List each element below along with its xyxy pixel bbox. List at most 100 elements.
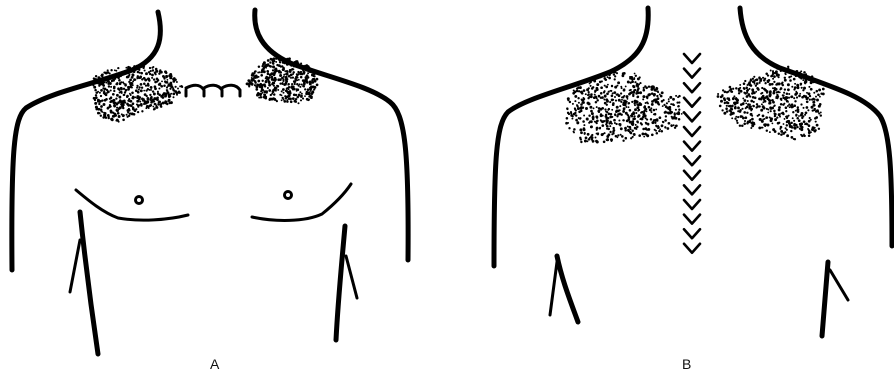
stipple-dot [160,103,162,105]
stipple-dot [609,121,611,123]
stipple-dot [110,86,112,88]
stipple-dot [575,109,577,111]
stipple-dot [794,138,796,140]
stipple-dot [258,84,261,87]
stipple-dot [590,85,592,87]
stipple-dot [658,104,660,106]
stipple-dot [820,111,822,113]
stipple-dot [765,116,768,119]
stipple-dot [152,69,154,71]
stipple-dot [107,69,109,71]
stipple-dot [739,84,741,86]
stipple-dot [140,104,142,106]
stipple-dot [154,85,157,88]
stipple-dot [101,83,104,86]
stipple-dot [734,118,736,120]
stipple-dot [811,128,814,131]
stipple-dot [650,118,652,120]
stipple-dot [122,119,125,122]
stipple-dot [736,122,738,124]
stipple-dot [793,78,796,81]
stipple-dot [616,85,618,87]
stipple-dot [764,89,767,92]
stipple-dot [808,131,811,134]
stipple-dot [776,73,779,76]
stipple-dot [594,94,596,96]
stipple-dot [277,89,279,91]
stipple-dot [104,114,106,116]
stipple-dot [791,136,794,139]
stipple-dot [302,97,304,99]
stipple-dot [764,97,766,99]
stipple-dot [793,124,796,127]
stipple-dot [678,109,680,111]
stipple-dot [811,75,814,78]
stipple-dot [600,113,602,115]
stipple-dot [767,112,769,114]
stipple-dot [161,95,164,98]
stipple-dot [751,88,754,91]
stipple-dot [669,96,672,99]
stipple-dot [263,61,266,64]
stipple-dot [263,70,266,73]
stipple-dot [296,88,299,91]
stipple-dot [758,76,761,79]
stipple-dot [791,86,793,88]
stipple-dot [590,126,593,129]
stipple-dot [613,71,615,73]
stipple-dot [251,72,254,75]
stipple-dot [246,83,249,86]
stipple-dot [630,89,632,91]
stipple-dot [606,104,608,106]
stipple-dot [643,87,645,89]
stipple-dot [276,100,278,102]
stipple-dot [249,84,251,86]
stipple-dot [145,107,147,109]
panel-b-right-arm-contour [822,262,828,336]
stipple-dot [262,92,264,94]
stipple-dot [665,115,667,117]
stipple-dot [758,105,760,107]
stipple-dot [631,120,634,123]
stipple-dot [789,123,791,125]
stipple-dot [675,95,677,97]
stipple-dot [586,140,588,142]
stipple-dot [749,119,751,121]
stipple-dot [149,105,152,108]
stipple-dot [116,83,118,85]
stipple-dot [675,125,677,127]
stipple-dot [658,130,660,132]
stipple-dot [792,111,794,113]
stipple-dot [750,79,752,81]
stipple-dot [294,63,296,65]
stipple-dot [95,96,98,99]
stipple-dot [763,107,766,110]
stipple-dot [583,124,585,126]
stipple-dot [818,128,820,130]
stipple-dot [611,85,613,87]
stipple-dot [93,78,95,80]
stipple-dot [118,115,121,118]
stipple-dot [787,101,789,103]
stipple-dot [606,111,608,113]
stipple-dot [135,108,137,110]
stipple-dot [95,106,98,109]
stipple-dot [780,99,782,101]
stipple-dot [653,109,656,112]
stipple-dot [268,84,271,87]
stipple-dot [281,97,283,99]
stipple-dot [290,100,293,103]
stipple-dot [626,98,628,100]
panel-b-left-arm-contour [557,256,578,322]
stipple-dot [258,65,260,67]
stipple-dot [137,71,140,74]
stipple-dot [796,84,799,87]
stipple-dot [755,85,757,87]
stipple-dot [569,101,571,103]
stipple-dot [117,76,119,78]
stipple-dot [763,79,766,82]
stipple-dot [798,95,801,98]
stipple-dot [804,135,806,137]
stipple-dot [761,103,763,105]
stipple-dot [94,99,96,101]
